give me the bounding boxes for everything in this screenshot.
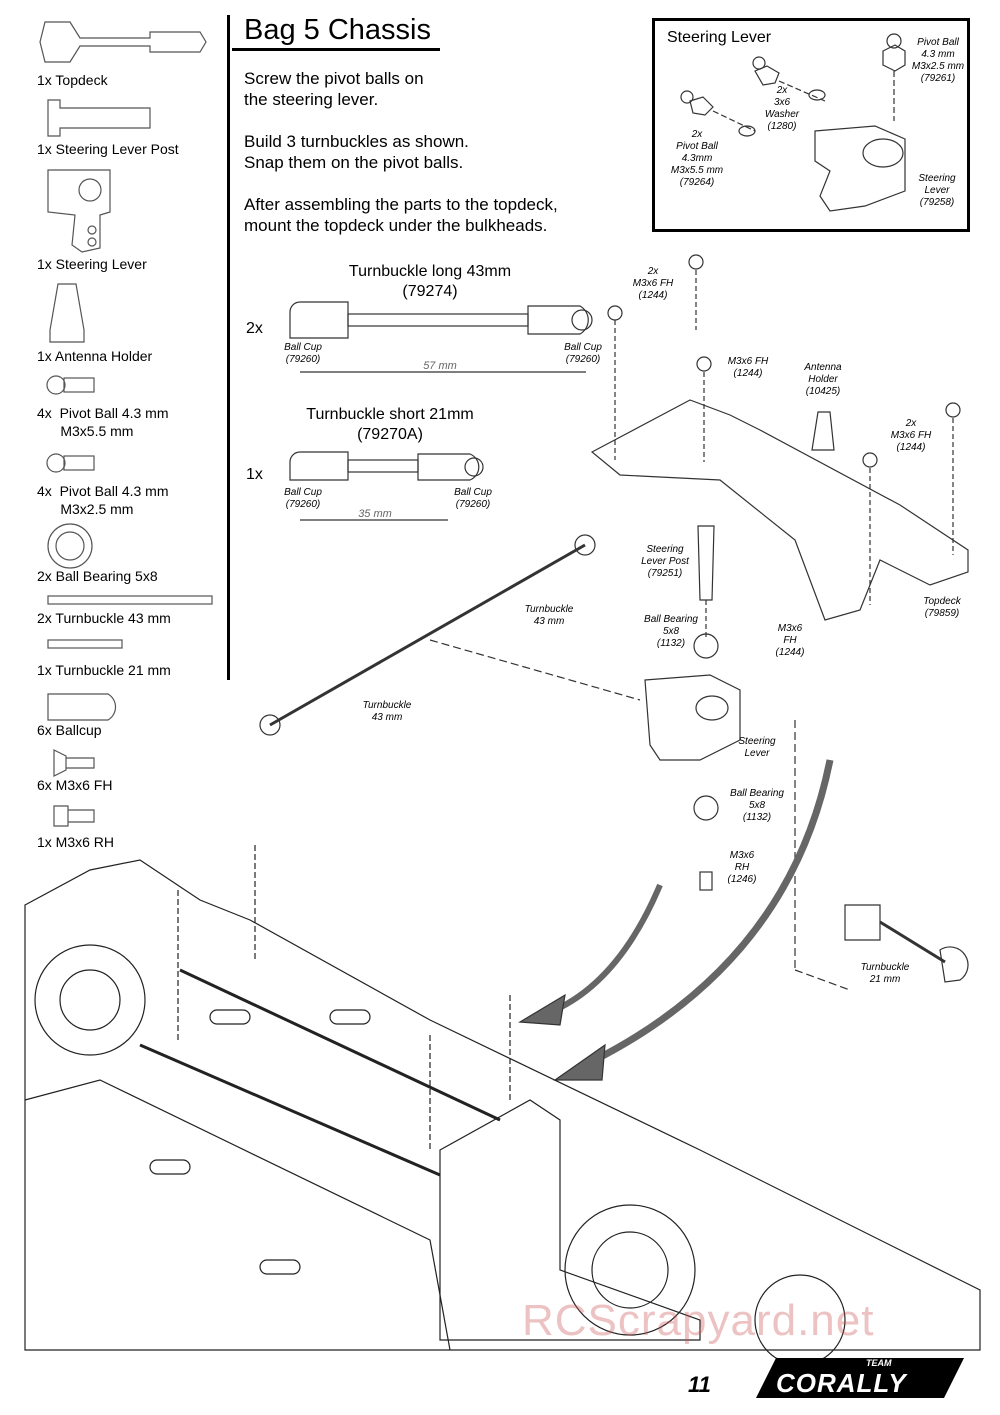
callout-label: Ball Bearing 5x8 (1132)	[644, 614, 698, 649]
callout-label: 2x M3x6 FH (1244)	[890, 418, 932, 453]
instruction-text: Build 3 turnbuckles as shown. Snap them …	[244, 132, 469, 172]
inset-label: Pivot Ball 4.3 mm M3x2.5 mm (79261)	[911, 37, 965, 84]
callout-label: Turnbuckle 21 mm	[860, 962, 910, 985]
instruction-text: After assembling the parts to the topdec…	[244, 195, 558, 235]
part-label: 6x M3x6 FH	[37, 777, 113, 793]
inset-label: Steering Lever (79258)	[918, 173, 956, 208]
title-underline	[232, 48, 440, 51]
ball-cup-label: Ball Cup (79260)	[564, 342, 602, 365]
callout-label: M3x6 RH (1246)	[727, 850, 757, 885]
logo-team-text: TEAM	[866, 1358, 892, 1368]
inset-label: 2x Pivot Ball 4.3mm M3x5.5 mm (79264)	[670, 129, 724, 188]
team-corally-logo: TEAM CORALLY	[746, 1354, 968, 1400]
turnbuckle-short-drawing	[289, 451, 349, 481]
rh-screw-icon	[53, 805, 95, 827]
dimension-label: 35 mm	[358, 508, 392, 520]
callout-label: Antenna Holder (10425)	[804, 362, 842, 397]
callout-label: Steering Lever Post (79251)	[641, 544, 689, 579]
part-label: 4x Pivot Ball 4.3 mm M3x2.5 mm	[37, 483, 169, 517]
steering-lever-inset: Steering Lever Pivot Ball 4.3 mm M3x2.5 …	[652, 18, 970, 232]
page-number: 11	[688, 1372, 711, 1397]
watermark: RCScrapyard.net	[522, 1296, 875, 1345]
fh-screw-icon	[53, 749, 95, 777]
steering-lever-icon	[47, 169, 111, 253]
turnbuckle-long-drawing	[289, 301, 349, 339]
part-label: 2x Turnbuckle 43 mm	[37, 610, 171, 626]
assembly-arrow	[593, 759, 834, 1064]
ballcup-icon	[47, 693, 117, 721]
topdeck-icon	[39, 21, 207, 63]
inset-title: Steering Lever	[667, 29, 772, 46]
callout-label: Topdeck (79859)	[923, 596, 961, 619]
part-label: 2x Ball Bearing 5x8	[37, 568, 158, 584]
ball-cup-label: Ball Cup (79260)	[284, 487, 322, 510]
callout-label: Turnbuckle 43 mm	[362, 700, 412, 723]
turnbuckle-21-icon	[47, 639, 123, 649]
page-title: Bag 5 Chassis	[244, 14, 431, 46]
logo-text: CORALLY	[776, 1368, 907, 1398]
screw-drawings	[607, 254, 961, 605]
parts-icons	[39, 21, 213, 827]
part-label: 1x Topdeck	[37, 72, 108, 88]
pivot-ball-small-icon	[46, 453, 66, 473]
parts-list: 1x Topdeck 1x Steering Lever Post 1x Ste…	[0, 0, 228, 827]
callout-label: M3x6 FH (1244)	[727, 356, 769, 379]
inset-label: 2x 3x6 Washer (1280)	[764, 85, 800, 132]
callout-label: Steering Lever	[738, 736, 776, 759]
part-label: 1x M3x6 RH	[37, 834, 115, 850]
ball-bearing-icon	[47, 523, 93, 569]
callout-label: Turnbuckle 43 mm	[524, 604, 574, 627]
ball-cup-label: Ball Cup (79260)	[284, 342, 322, 365]
part-label: 1x Steering Lever Post	[37, 141, 179, 157]
section-divider	[227, 15, 230, 680]
pivot-ball-icon	[46, 375, 66, 395]
steering-lever-post-icon	[47, 99, 151, 137]
turnbuckle-long-title: Turnbuckle long 43mm (79274)	[348, 263, 512, 300]
ball-cup-label: Ball Cup (79260)	[454, 487, 492, 510]
part-label: 6x Ballcup	[37, 722, 102, 738]
turnbuckle-short-qty: 1x	[246, 466, 263, 483]
assembly-arrow	[553, 883, 663, 1013]
dimension-label: 57 mm	[423, 360, 457, 372]
turnbuckle-long-qty: 2x	[246, 320, 263, 337]
topdeck-drawing	[590, 399, 969, 621]
inset-drawing	[680, 33, 906, 212]
antenna-holder-icon	[49, 283, 85, 343]
part-label: 1x Turnbuckle 21 mm	[37, 662, 171, 678]
logo-shape	[756, 1358, 964, 1398]
callout-label: 2x M3x6 FH (1244)	[632, 266, 674, 301]
part-label: 1x Steering Lever	[37, 256, 147, 272]
callout-label: M3x6 FH (1244)	[775, 623, 805, 658]
callout-label: Ball Bearing 5x8 (1132)	[730, 788, 784, 823]
part-label: 4x Pivot Ball 4.3 mm M3x5.5 mm	[37, 405, 169, 439]
part-label: 1x Antenna Holder	[37, 348, 153, 364]
turnbuckle-short-title: Turnbuckle short 21mm (79270A)	[306, 406, 474, 443]
instruction-text: Screw the pivot balls on the steering le…	[244, 69, 424, 109]
chassis-drawing	[24, 845, 981, 1366]
turnbuckle-43-icon	[47, 595, 213, 605]
